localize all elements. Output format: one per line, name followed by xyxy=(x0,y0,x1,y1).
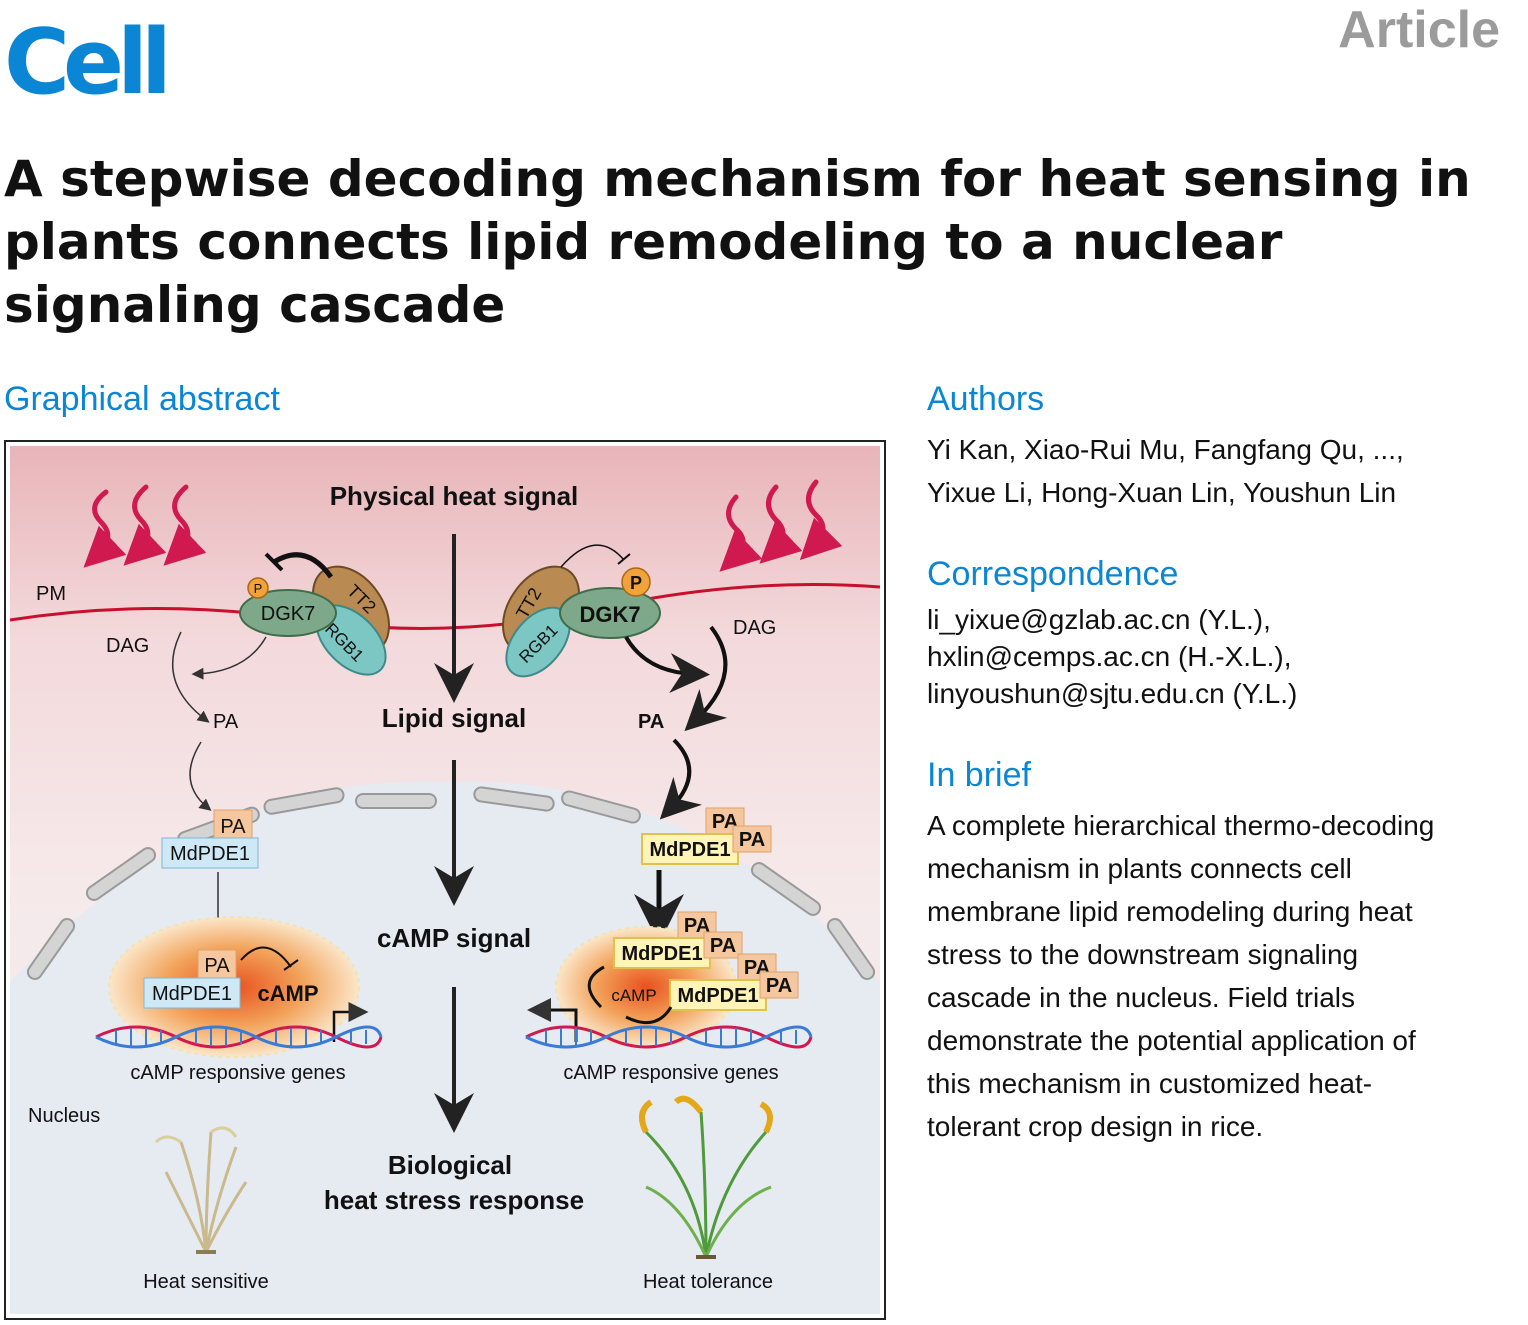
dgk7-label-left: DGK7 xyxy=(261,603,315,625)
heat-tolerance-plant xyxy=(639,1095,773,1259)
camp-label-left: cAMP xyxy=(257,981,318,1006)
nucleus-label: Nucleus xyxy=(28,1105,100,1127)
in-brief-line-4: stress to the downstream signaling xyxy=(927,939,1359,970)
authors-heading: Authors xyxy=(927,380,1045,418)
pm-label: PM xyxy=(36,583,66,605)
in-brief-line-5: cascade in the nucleus. Field trials xyxy=(927,982,1355,1013)
graphical-abstract: PM Physical heat signal Lipid signal cAM… xyxy=(4,440,886,1320)
pa-box-right-1-label: PA xyxy=(712,811,738,833)
in-brief-text: A complete hierarchical thermo-decoding … xyxy=(927,804,1517,1148)
biological-label-line2: heat stress response xyxy=(324,1185,584,1215)
camp-genes-label-left: cAMP responsive genes xyxy=(130,1062,345,1084)
pa-box-right-4-label: PA xyxy=(710,935,736,957)
in-brief-line-6: demonstrate the potential application of xyxy=(927,1025,1416,1056)
correspondence-heading: Correspondence xyxy=(927,555,1179,593)
plasma-membrane xyxy=(9,583,881,630)
p-label-right: P xyxy=(630,573,642,593)
paper-title: A stepwise decoding mechanism for heat s… xyxy=(4,150,1471,334)
mdpde1-label-right-1: MdPDE1 xyxy=(649,839,730,861)
email-link-3[interactable]: linyoushun@sjtu.edu.cn (Y.L.) xyxy=(927,678,1298,709)
mdpde1-box-left-1 xyxy=(161,837,259,869)
journal-logo: Cell xyxy=(4,10,172,115)
right-membrane-complex: TT2 RGB1 DGK7 P xyxy=(501,544,661,678)
in-brief-line-2: mechanism in plants connects cell xyxy=(927,853,1352,884)
email-link-2[interactable]: hxlin@cemps.ac.cn (H.-X.L.), xyxy=(927,641,1292,672)
dag-label-right: DAG xyxy=(733,617,776,639)
authors-line-1: Yi Kan, Xiao-Rui Mu, Fangfang Qu, ..., xyxy=(927,434,1404,465)
email-link-1[interactable]: li_yixue@gzlab.ac.cn (Y.L.), xyxy=(927,604,1271,635)
camp-signal-label: cAMP signal xyxy=(377,923,531,953)
heat-wave-arrows-left xyxy=(83,484,207,568)
dna-left xyxy=(95,1025,383,1049)
in-brief-line-1: A complete hierarchical thermo-decoding xyxy=(927,810,1435,841)
authors-line-2: Yixue Li, Hong-Xuan Lin, Youshun Lin xyxy=(927,477,1397,508)
in-brief-line-7: this mechanism in customized heat- xyxy=(927,1068,1373,1099)
graphical-abstract-heading: Graphical abstract xyxy=(4,380,280,418)
article-type-label: Article xyxy=(1338,1,1500,59)
pa-box-left-1-label: PA xyxy=(220,816,246,838)
dna-right xyxy=(525,1025,813,1049)
authors-list: Yi Kan, Xiao-Rui Mu, Fangfang Qu, ..., Y… xyxy=(927,428,1517,514)
heat-tolerance-label: Heat tolerance xyxy=(643,1271,773,1293)
p-label-left: P xyxy=(254,581,263,596)
pa-label-right: PA xyxy=(638,711,664,733)
heat-wave-arrows-right xyxy=(719,479,843,572)
pa-box-right-6-label: PA xyxy=(766,975,792,997)
camp-label-right: cAMP xyxy=(611,986,656,1005)
in-brief-heading: In brief xyxy=(927,756,1031,794)
lipid-signal-label: Lipid signal xyxy=(382,703,526,733)
pa-box-left-1 xyxy=(213,809,253,839)
mdpde1-label-left-2: MdPDE1 xyxy=(152,983,232,1005)
mdpde1-label-right-3: MdPDE1 xyxy=(677,985,758,1007)
pa-box-right-2-label: PA xyxy=(739,829,765,851)
heat-sensitive-label: Heat sensitive xyxy=(143,1271,269,1293)
pa-label-left: PA xyxy=(213,711,239,733)
heat-sensitive-plant xyxy=(154,1126,248,1254)
camp-genes-label-right: cAMP responsive genes xyxy=(563,1062,778,1084)
in-brief-line-3: membrane lipid remodeling during heat xyxy=(927,896,1413,927)
in-brief-line-8: tolerant crop design in rice. xyxy=(927,1111,1264,1142)
physical-heat-signal-label: Physical heat signal xyxy=(330,481,579,511)
dag-label-left: DAG xyxy=(106,635,149,657)
pa-box-left-2-label: PA xyxy=(204,955,230,977)
biological-label-line1: Biological xyxy=(388,1150,512,1180)
dgk7-label-right: DGK7 xyxy=(579,602,640,627)
mdpde1-label-right-2: MdPDE1 xyxy=(621,943,702,965)
mdpde1-label-left-1: MdPDE1 xyxy=(170,843,250,865)
correspondence-list: li_yixue@gzlab.ac.cn (Y.L.), hxlin@cemps… xyxy=(927,601,1517,712)
left-membrane-complex: TT2 RGB1 DGK7 P xyxy=(239,552,391,676)
